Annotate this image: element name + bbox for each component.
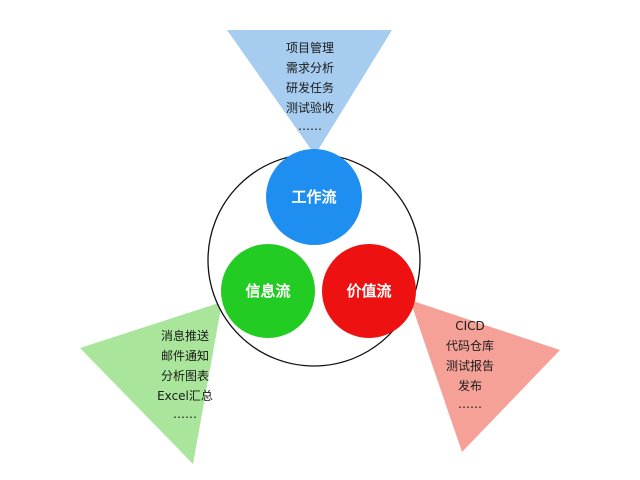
top-item: 研发任务: [286, 80, 334, 95]
right-item: 测试报告: [446, 358, 494, 373]
left-item: Excel汇总: [157, 389, 213, 403]
right-funnel: [410, 300, 560, 452]
top-item: 项目管理: [286, 40, 334, 55]
left-item: ……: [173, 407, 197, 421]
top-item: 需求分析: [286, 61, 334, 75]
info-flow-circle: [221, 244, 315, 338]
left-funnel: [80, 302, 222, 464]
top-item: 测试验收: [286, 100, 334, 115]
right-item: CICD: [455, 319, 485, 333]
left-item: 消息推送: [161, 328, 209, 343]
right-funnel-list: CICD 代码仓库 测试报告 发布 ……: [446, 319, 494, 411]
right-item: 代码仓库: [446, 338, 494, 353]
left-item: 分析图表: [161, 369, 209, 383]
top-funnel: [227, 30, 392, 155]
top-funnel-list: 项目管理 需求分析 研发任务 测试验收 ……: [286, 40, 334, 133]
left-item: 邮件通知: [161, 349, 209, 363]
right-item: ……: [458, 397, 482, 411]
work-flow-circle: [266, 149, 362, 245]
info-flow-label: 信息流: [245, 282, 290, 300]
value-flow-circle: [322, 244, 416, 338]
left-funnel-list: 消息推送 邮件通知 分析图表 Excel汇总 ……: [157, 328, 213, 421]
right-item: 发布: [458, 378, 482, 393]
top-item: ……: [298, 119, 322, 133]
value-flow-label: 价值流: [346, 282, 391, 300]
work-flow-label: 工作流: [291, 188, 336, 206]
